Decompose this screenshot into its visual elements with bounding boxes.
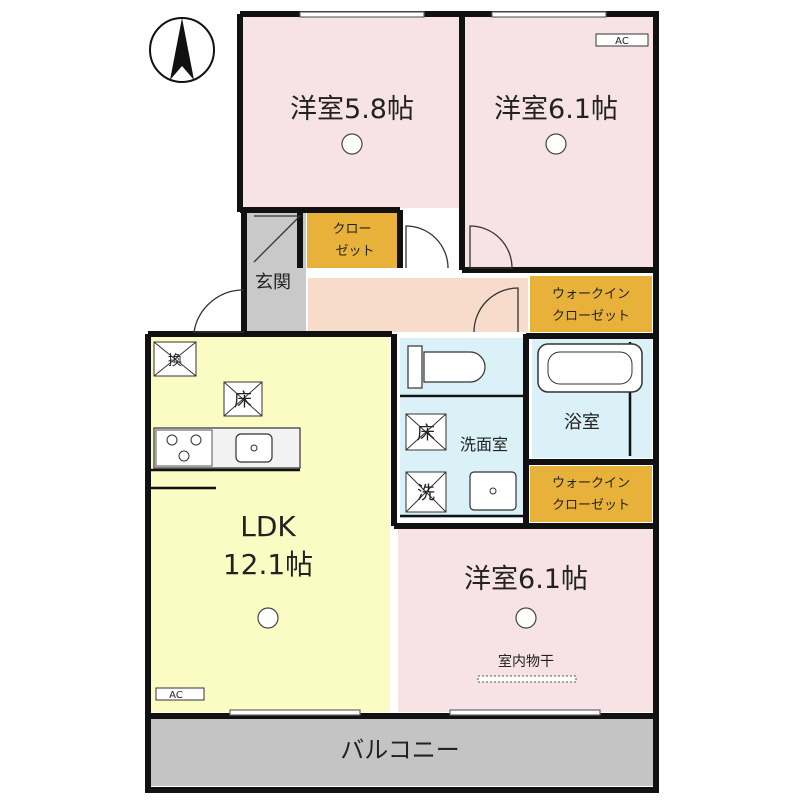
walkin-1-line2: クローゼット (552, 309, 630, 324)
bedroom-1-area (240, 16, 462, 208)
windows (229, 11, 607, 716)
walkin-1-line1: ウォークイン (552, 287, 630, 302)
washbasin-icon (469, 471, 517, 511)
ldk-name-label: LDK (240, 510, 296, 543)
washer-label: 洗 (417, 483, 435, 504)
vent-fan-icon: 換 (153, 341, 197, 377)
ac-marker-bedroom: AC (595, 33, 649, 47)
bath-label: 浴室 (564, 412, 600, 433)
walkin-closet-2-area (530, 466, 652, 522)
walkin-closet-1-label: ウォークイン クローゼット (552, 287, 630, 324)
sink-icon (235, 433, 273, 463)
door-swings (193, 215, 519, 333)
ldk-size-label: 12.1帖 (223, 548, 313, 581)
genkan-label: 玄関 (255, 272, 291, 293)
ac-marker-ldk: AC (155, 687, 205, 701)
washer-pan-icon: 洗 (405, 471, 447, 513)
bedroom-2-label: 洋室6.1帖 (494, 94, 618, 125)
indoor-drying-rack: 室内物干 (477, 653, 577, 683)
vent-label: 換 (168, 353, 182, 369)
ac-label-1: AC (615, 36, 629, 47)
walkin-closet-1-area (530, 276, 652, 332)
floor-heating-mark-washroom: 床 (405, 413, 447, 451)
walkin-closet-2-label: ウォークイン クローゼット (552, 476, 630, 513)
closet-label-line1: クロー (332, 222, 371, 237)
toilet-icon (407, 345, 486, 389)
bedroom-1-label: 洋室5.8帖 (290, 94, 414, 125)
closet-area (307, 212, 399, 268)
walkin-2-line1: ウォークイン (552, 476, 630, 491)
walkin-2-line2: クローゼット (552, 498, 630, 513)
floor-heating-label-1: 床 (234, 390, 252, 411)
stove-icon (153, 427, 301, 469)
floor-heating-mark-ldk: 床 (223, 381, 263, 417)
smoke-detector-icon (257, 133, 567, 629)
compass-north-icon (149, 17, 215, 83)
bathtub-icon (537, 343, 643, 393)
washroom-label: 洗面室 (460, 435, 508, 454)
ac-label-2: AC (169, 690, 183, 701)
bedroom-3-label: 洋室6.1帖 (464, 564, 588, 595)
genkan-area (246, 212, 306, 332)
hallway-area (308, 278, 528, 332)
closet-label: クロー ゼット (332, 222, 374, 259)
floor-heating-label-2: 床 (417, 423, 435, 444)
balcony-label: バルコニー (340, 736, 460, 764)
balcony-area (150, 716, 654, 786)
ldk-area (150, 336, 390, 712)
drying-label: 室内物干 (498, 653, 554, 670)
closet-label-line2: ゼット (335, 244, 374, 259)
